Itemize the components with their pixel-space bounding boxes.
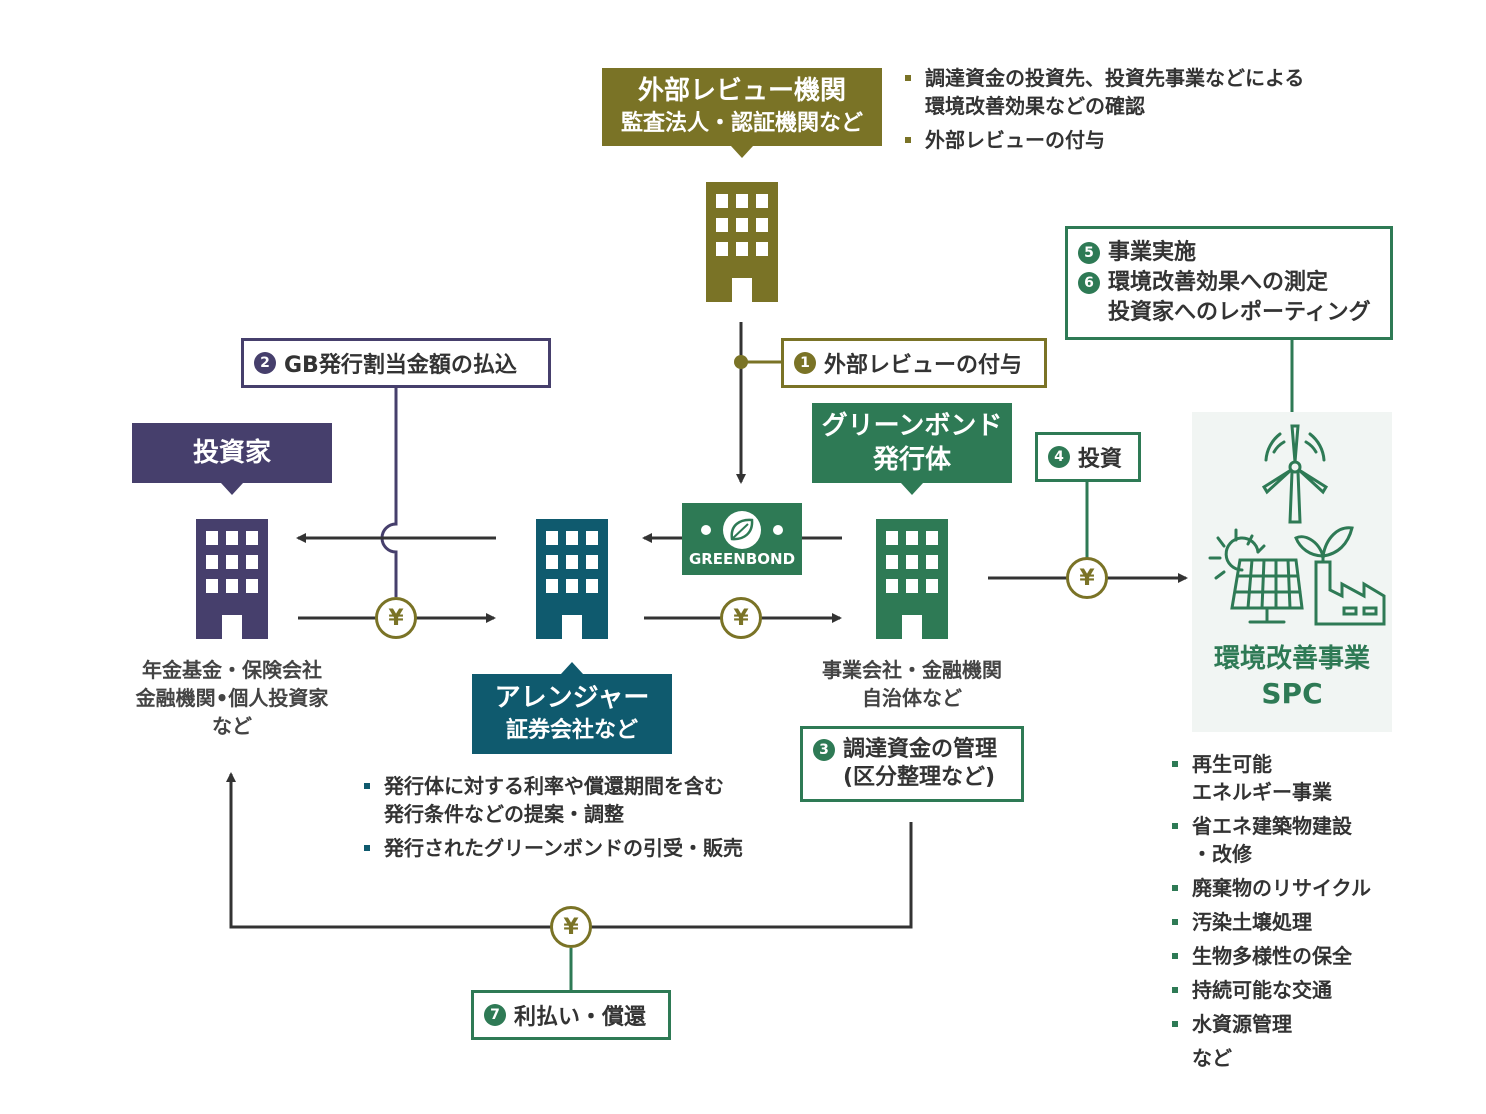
spc-bullets-footer: など [1192, 1046, 1232, 1070]
issuer-caption: 事業会社・金融機関 自治体など [822, 658, 1002, 710]
step2-label: GB発行割当金額の払込 [284, 353, 517, 378]
bullet-item: 水資源管理 [1172, 1010, 1412, 1038]
step-number-badge: 6 [1078, 272, 1100, 294]
bullet-item: 省エネ建築物建設 ・改修 [1172, 812, 1412, 868]
step5-label: 事業実施 [1108, 240, 1197, 265]
step4-label: 投資 [1078, 447, 1123, 472]
arranger-bullets: 発行体に対する利率や償還期間を含む 発行条件などの提案・調整 発行されたグリーン… [364, 772, 804, 868]
external-review-subtitle: 監査法人・認証機関など [620, 111, 863, 136]
sun-icon [1208, 528, 1266, 580]
step-number-badge: 3 [813, 739, 835, 761]
solar-panel-icon [1230, 558, 1304, 624]
step-number-badge: 2 [254, 352, 276, 374]
step2-connector [380, 388, 398, 597]
step3-sublabel: (区分整理など) [843, 765, 996, 790]
yen-icon: ¥ [375, 597, 417, 639]
review-building-icon [706, 182, 778, 302]
issuer-building-icon [876, 519, 948, 639]
step3-label: 調達資金の管理 [843, 737, 998, 762]
step1-box: 1 外部レビューの付与 [781, 338, 1047, 388]
step-number-badge: 4 [1048, 446, 1070, 468]
renewable-energy-icon [1208, 424, 1386, 626]
yen-icon: ¥ [1066, 557, 1108, 599]
step3-box: 3 調達資金の管理 (区分整理など) [800, 726, 1024, 802]
arranger-building-icon [536, 519, 608, 639]
external-review-bullets: 調達資金の投資先、投資先事業などによる 環境改善効果などの確認 外部レビューの付… [905, 64, 1385, 160]
step4-box: 4 投資 [1035, 432, 1141, 482]
step56-box: 5 事業実施 6 環境改善効果への測定 投資家へのレポーティング [1065, 226, 1393, 340]
greenbond-text: GREENBOND [688, 550, 796, 568]
step-number-badge: 5 [1078, 242, 1100, 264]
step6-sublabel: 投資家へのレポーティング [1108, 300, 1371, 325]
bullet-item: 発行体に対する利率や償還期間を含む 発行条件などの提案・調整 [364, 772, 804, 828]
bullet-item: 汚染土壌処理 [1172, 908, 1412, 936]
investor-label: 投資家 [132, 423, 332, 495]
external-review-title: 外部レビュー機関 [637, 76, 846, 106]
bullet-item: 持続可能な交通 [1172, 976, 1412, 1004]
greenbond-badge: GREENBOND [682, 503, 802, 575]
yen-icon: ¥ [550, 906, 592, 948]
bullet-item: 外部レビューの付与 [905, 126, 1385, 154]
step6-label: 環境改善効果への測定 [1108, 270, 1329, 295]
bullet-item: 再生可能 エネルギー事業 [1172, 750, 1412, 806]
step-number-badge: 1 [794, 352, 816, 374]
leaf-icon [701, 511, 783, 549]
bullet-item: 生物多様性の保全 [1172, 942, 1412, 970]
spc-panel: 環境改善事業 SPC [1192, 412, 1392, 732]
bullet-item: 調達資金の投資先、投資先事業などによる 環境改善効果などの確認 [905, 64, 1385, 120]
step2-box: 2 GB発行割当金額の払込 [241, 338, 551, 388]
bullet-item: 発行されたグリーンボンドの引受・販売 [364, 834, 804, 862]
wind-turbine-icon [1261, 424, 1329, 524]
investor-building-icon [196, 519, 268, 639]
investor-caption: 年金基金・保険会社 金融機関•個人投資家 など [135, 658, 329, 738]
external-review-label: 外部レビュー機関 監査法人・認証機関など [602, 68, 882, 158]
arranger-label: アレンジャー 証券会社など [472, 662, 672, 754]
step1-label: 外部レビューの付与 [824, 353, 1023, 378]
spc-bullets: 再生可能 エネルギー事業 省エネ建築物建設 ・改修 廃棄物のリサイクル 汚染土壌… [1172, 750, 1412, 1078]
step-number-badge: 7 [484, 1004, 506, 1026]
step7-box: 7 利払い・償還 [471, 990, 671, 1040]
spc-title: 環境改善事業 SPC [1213, 644, 1370, 710]
bullet-item: 廃棄物のリサイクル [1172, 874, 1412, 902]
yen-icon: ¥ [720, 597, 762, 639]
issuer-label: グリーンボンド 発行体 [812, 403, 1012, 495]
step7-label: 利払い・償還 [514, 1005, 647, 1030]
eco-factory-icon [1294, 526, 1386, 626]
